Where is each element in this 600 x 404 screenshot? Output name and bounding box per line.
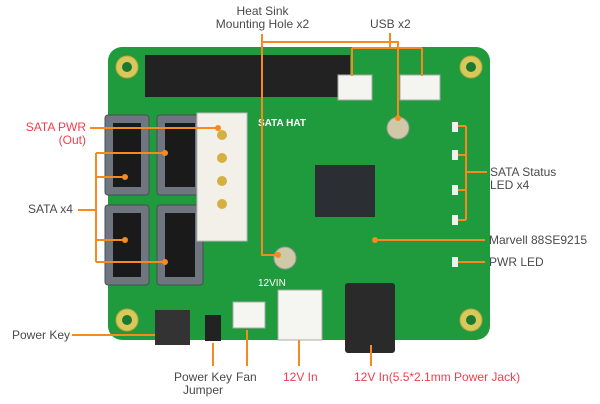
sata-label: SATA x4 [28,202,73,216]
gpio-header [145,55,350,97]
marvell-label: Marvell 88SE9215 [489,233,588,247]
silk-12vin: 12VIN [258,278,286,289]
12v-in-label: 12V In [283,370,318,384]
power-jack [345,283,395,353]
usb2-header [399,74,441,101]
power-key-jumper [205,315,221,341]
usb-label: USB x2 [370,17,411,31]
12v-jack-label: 12V In(5.5*2.1mm Power Jack) [354,370,521,384]
fan-connector [232,301,266,329]
power-key-label: Power Key [12,328,71,342]
mounting-holes [115,55,483,332]
marvell-chip [315,165,375,217]
leader-lines [72,33,487,366]
heat-sink-hole [273,246,297,270]
fan-label: Fan [236,370,257,384]
status-leds [452,122,458,267]
silk-board-name: SATA HAT [258,118,306,129]
sata-pwr-label: SATA PWR(Out) [25,120,86,147]
12v-in-connector [277,289,323,341]
usb1-header [337,74,373,101]
power-button [155,310,190,345]
pwr-led-label: PWR LED [489,255,544,269]
